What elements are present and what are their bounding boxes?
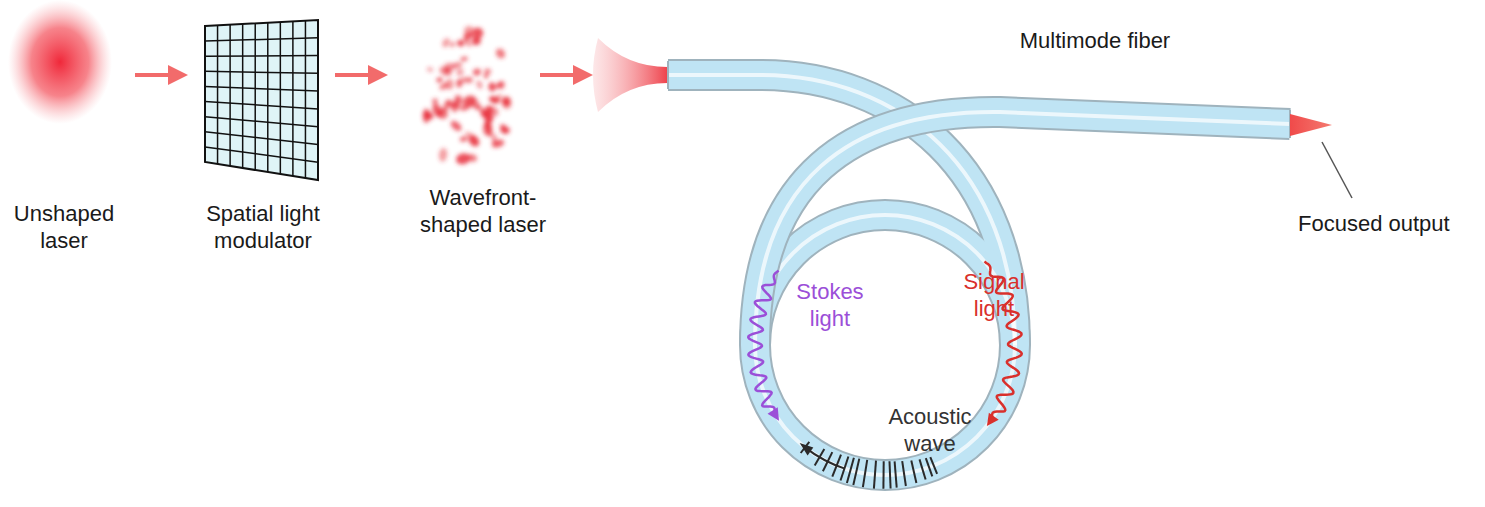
speckle-grain: [424, 111, 432, 118]
beam-arrow: [540, 73, 585, 77]
speckle-grain: [500, 126, 511, 134]
speckle-grain: [500, 98, 513, 111]
leader-line: [1322, 142, 1352, 198]
laser-beam-spot: [8, 0, 112, 124]
speckle-grain: [436, 77, 443, 83]
grid-line: [205, 55, 318, 57]
speckle-grain: [484, 68, 492, 75]
speckle-grain: [441, 98, 451, 113]
speckle-grain: [483, 120, 492, 128]
speckle-grain: [470, 36, 479, 47]
speckle-grain: [472, 67, 482, 76]
speckle-grain: [456, 79, 461, 88]
speckle-grain: [456, 39, 465, 47]
speckle-grain: [444, 62, 456, 72]
grid-line: [254, 23, 256, 170]
grid-line: [205, 71, 318, 73]
stokes-wave: [748, 270, 778, 414]
speckle-grain: [491, 133, 497, 148]
grid-line: [205, 38, 318, 41]
stokes-wave-head: [768, 407, 779, 420]
beam-arrow: [335, 73, 380, 77]
speckle-grain: [475, 80, 483, 90]
acoustic-tick: [890, 461, 891, 488]
acoustic-tick: [882, 461, 884, 489]
grid-line: [205, 147, 318, 162]
speckle-grain: [449, 119, 464, 133]
beam-arrow: [135, 73, 180, 77]
multimode-fiber: [668, 75, 1290, 475]
speckle-grain: [460, 93, 477, 109]
input-cone: [593, 38, 670, 112]
acoustic-tick: [926, 458, 933, 476]
speckle-grain: [460, 56, 468, 62]
wave-label: Acoustic wave: [875, 403, 985, 457]
slm-grid: [205, 21, 318, 178]
speckle-grain: [466, 153, 478, 163]
speckle-grain: [488, 82, 497, 92]
speckle-grain: [450, 41, 456, 48]
speckle-grain: [455, 67, 465, 77]
grid-line: [267, 23, 269, 172]
stage-label: Unshaped laser: [4, 200, 124, 254]
speckle-grain: [498, 81, 506, 90]
speckle-grain: [498, 123, 510, 136]
speckle-grain: [426, 66, 433, 72]
grid-line: [229, 25, 231, 166]
acoustic-tick: [911, 461, 916, 484]
speckle-grain: [456, 76, 466, 87]
speckle-grain: [438, 147, 448, 162]
acoustic-tick: [874, 461, 876, 489]
focused-output-cone: [1290, 114, 1332, 136]
grid-line: [305, 21, 307, 178]
grid-line: [205, 117, 318, 127]
fiber-highlight: [755, 112, 1290, 345]
speckle-grain: [463, 25, 475, 36]
speckle-grain: [495, 93, 502, 103]
grid-line: [292, 21, 294, 176]
grid-line: [205, 102, 318, 109]
speckle-grain: [430, 102, 444, 119]
fiber-outline: [755, 215, 1015, 475]
speckle-grain: [475, 104, 482, 111]
slm-panel: [205, 20, 318, 180]
fiber-core: [755, 112, 1290, 345]
wave-label: Signal light: [954, 268, 1034, 322]
fiber-highlight: [755, 215, 1015, 475]
acoustic-tick: [863, 460, 867, 487]
acoustic-tick: [853, 459, 859, 485]
speckle-grain: [441, 37, 452, 49]
acoustic-tick: [895, 461, 897, 487]
acoustic-tick: [920, 459, 926, 479]
stage-label: Wavefront-shaped laser: [411, 184, 556, 238]
waves: [748, 261, 1021, 488]
speckle-grain: [459, 136, 468, 143]
grid-line: [205, 132, 318, 145]
speckle-pattern: [422, 25, 513, 166]
signal-wave-head: [987, 413, 999, 426]
grid-line: [280, 22, 282, 174]
fiber-end: [667, 61, 669, 89]
grid-line: [217, 25, 219, 164]
fiber-outline: [755, 112, 1290, 345]
wave-label: Stokes light: [785, 278, 875, 332]
acoustic-tick: [847, 458, 854, 483]
speckle-grain: [432, 98, 439, 104]
speckle-grain: [445, 79, 454, 90]
grid-line: [242, 24, 244, 168]
stage-label: Spatial light modulator: [183, 200, 343, 254]
speckle-grain: [485, 105, 494, 116]
speckle-grain: [494, 47, 507, 61]
fiber-core: [755, 215, 1015, 475]
output-label: Focused output: [1298, 210, 1450, 237]
fiber-label: Multimode fiber: [1020, 27, 1170, 54]
speckle-grain: [464, 77, 473, 83]
acoustic-arrow-head: [800, 443, 814, 456]
acoustic-tick: [902, 461, 906, 486]
grid-line: [205, 86, 318, 91]
spatial-light-modulator: [205, 20, 318, 180]
